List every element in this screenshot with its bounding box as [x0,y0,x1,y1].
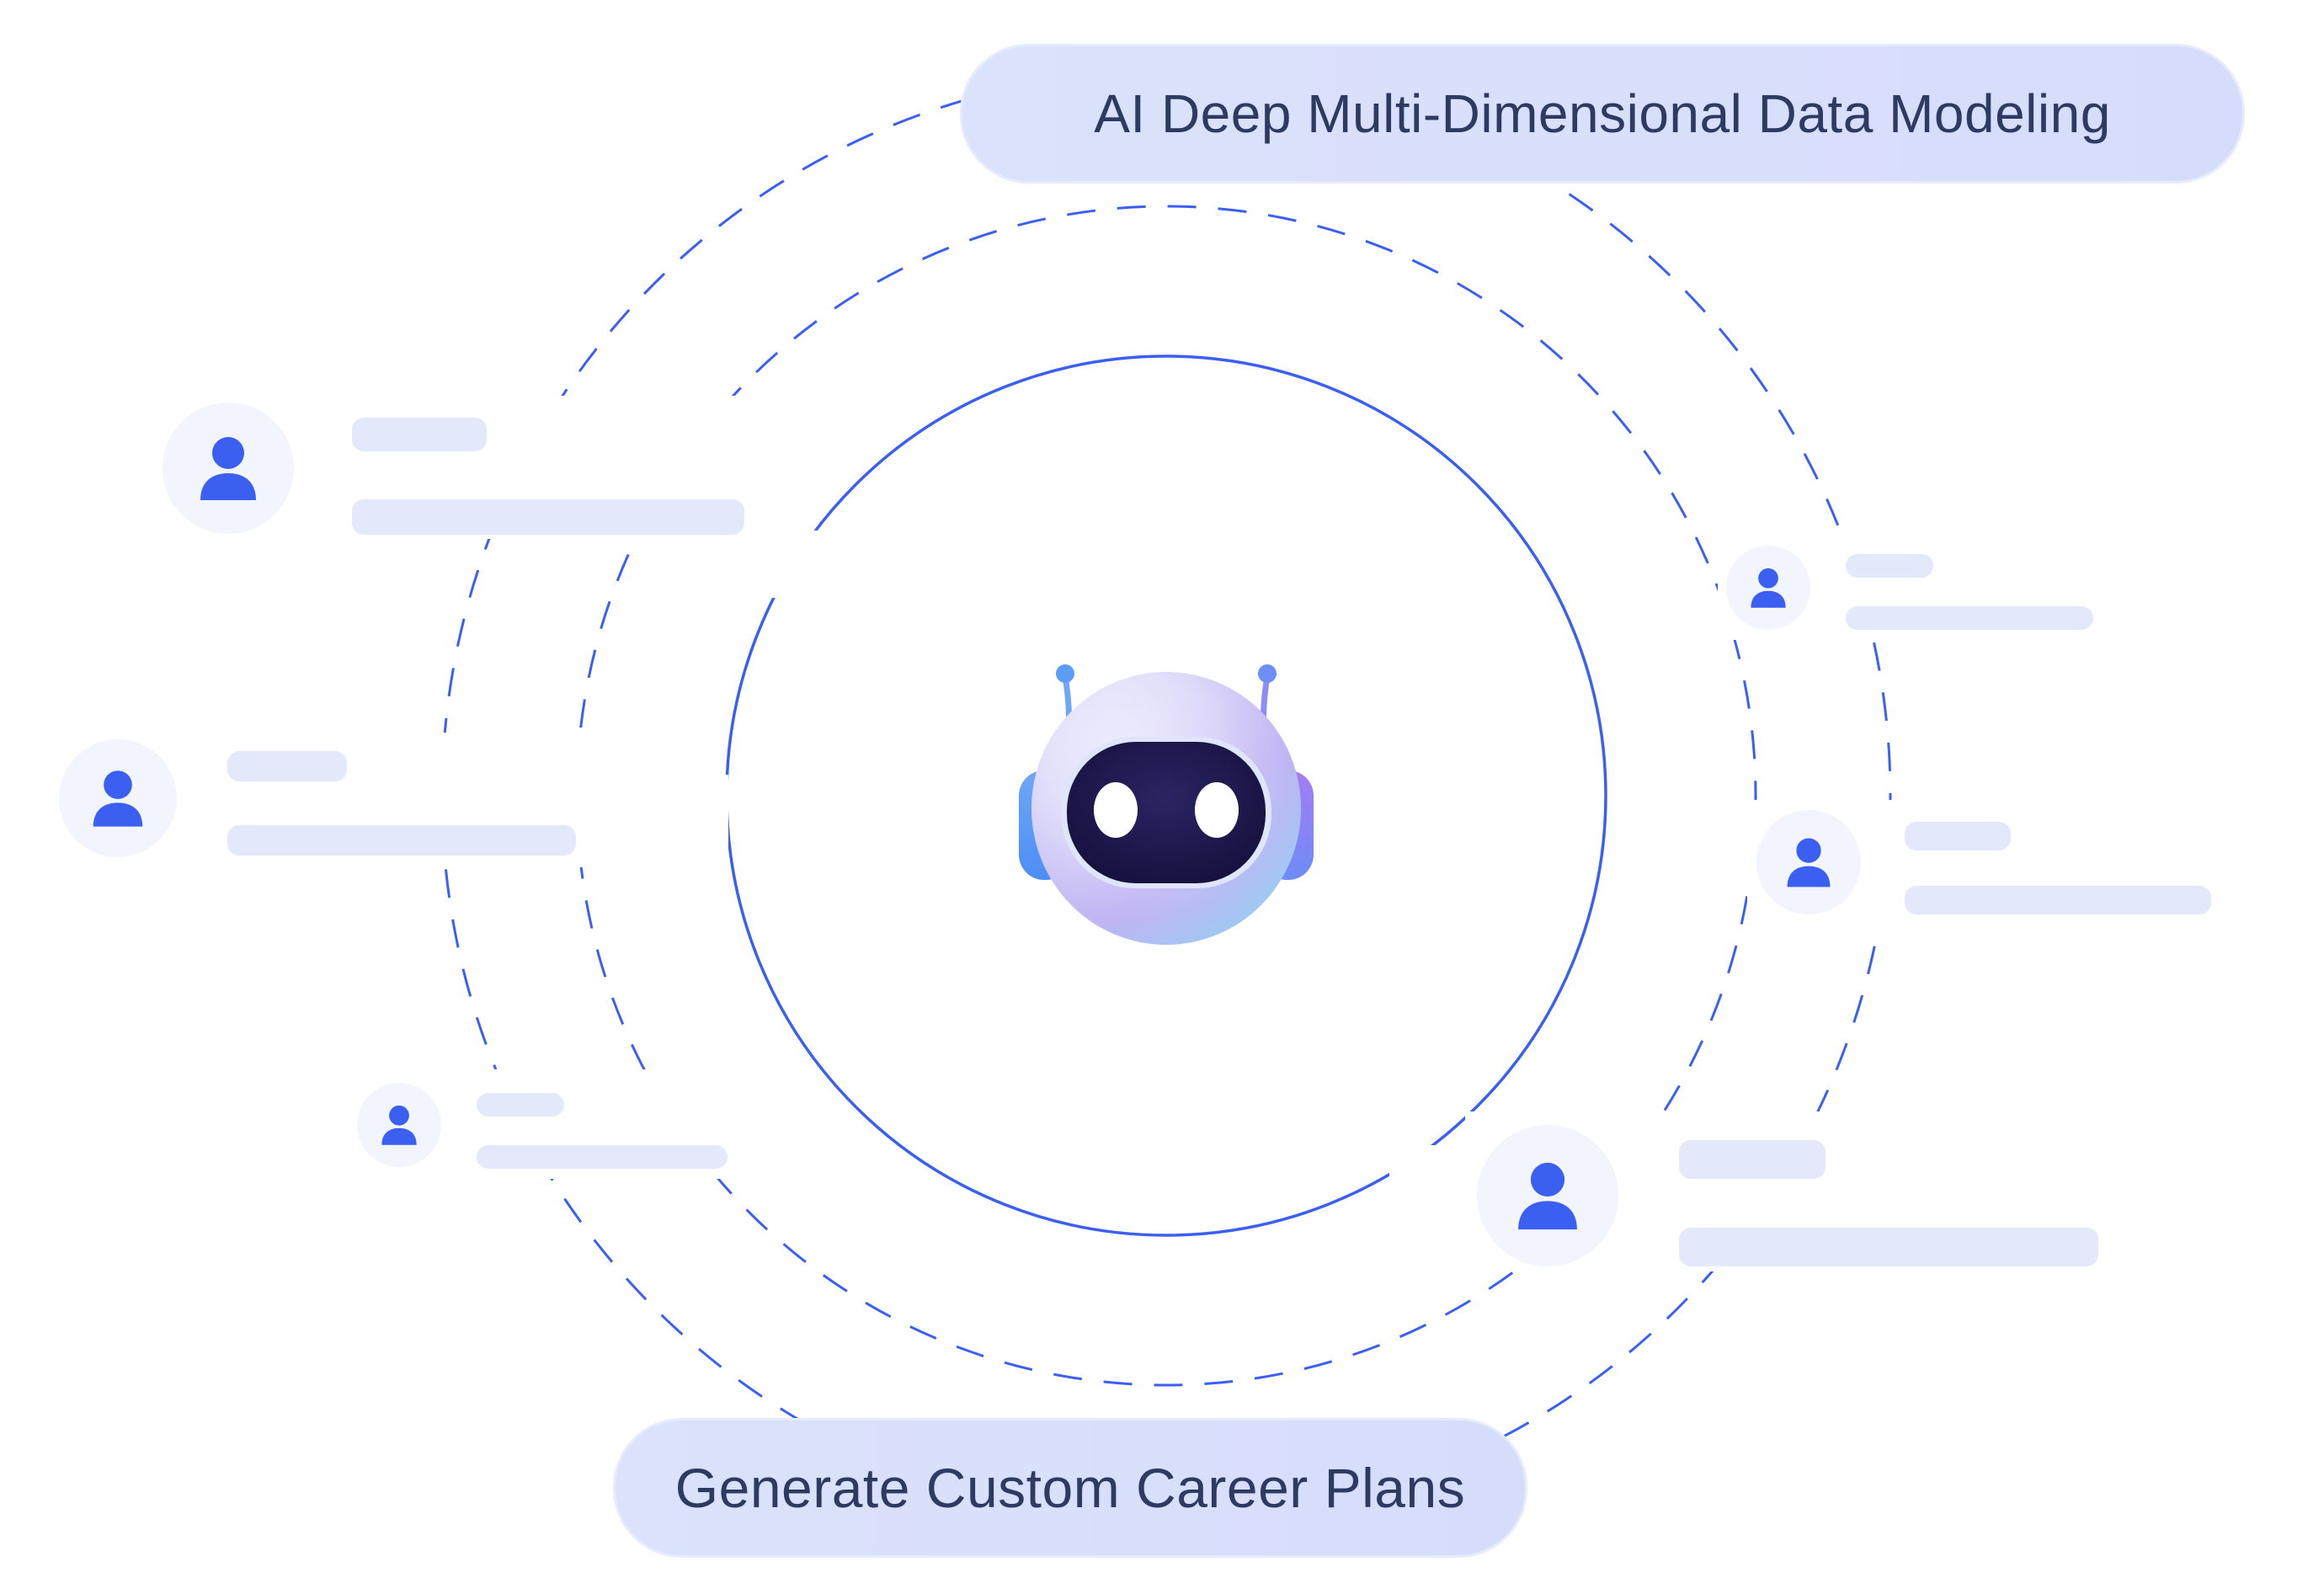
user-avatar-right-2 [1756,810,1861,914]
placeholder-title-bar [227,751,347,781]
user-avatar-right-1 [1726,546,1810,630]
user-icon [381,1105,417,1145]
user-avatar-left-1 [163,402,294,534]
placeholder-title-bar [352,418,487,451]
ring-gap-mask [741,530,909,598]
user-icon [200,437,256,500]
user-icon [1787,838,1831,887]
placeholder-text-bar [352,499,744,535]
placeholder-title-bar [1846,554,1933,578]
middle-dashed-ring [575,205,1757,1387]
user-icon [1518,1162,1577,1230]
career-plans-label: Generate Custom Career Plans [613,1418,1527,1558]
placeholder-text-bar [1679,1228,2098,1266]
user-avatar-right-3 [1477,1125,1618,1266]
ring-gap-mask [695,775,728,1044]
placeholder-title-bar [1905,822,2011,850]
ring-gap-mask [1389,1145,1490,1246]
placeholder-text-bar [227,825,576,855]
data-modeling-label: AI Deep Multi-Dimensional Data Modeling [960,44,2245,184]
career-plans-text: Generate Custom Career Plans [674,1457,1466,1519]
placeholder-text-bar [1905,886,2211,914]
user-icon [1751,568,1786,608]
user-avatar-left-2 [59,739,177,857]
placeholder-text-bar [477,1145,728,1169]
placeholder-text-bar [1846,606,2093,630]
user-avatar-left-3 [357,1083,441,1167]
user-icon [93,770,143,827]
placeholder-title-bar [477,1093,564,1117]
data-modeling-text: AI Deep Multi-Dimensional Data Modeling [1094,83,2111,144]
placeholder-title-bar [1679,1140,1826,1179]
robot-icon [1019,664,1314,945]
